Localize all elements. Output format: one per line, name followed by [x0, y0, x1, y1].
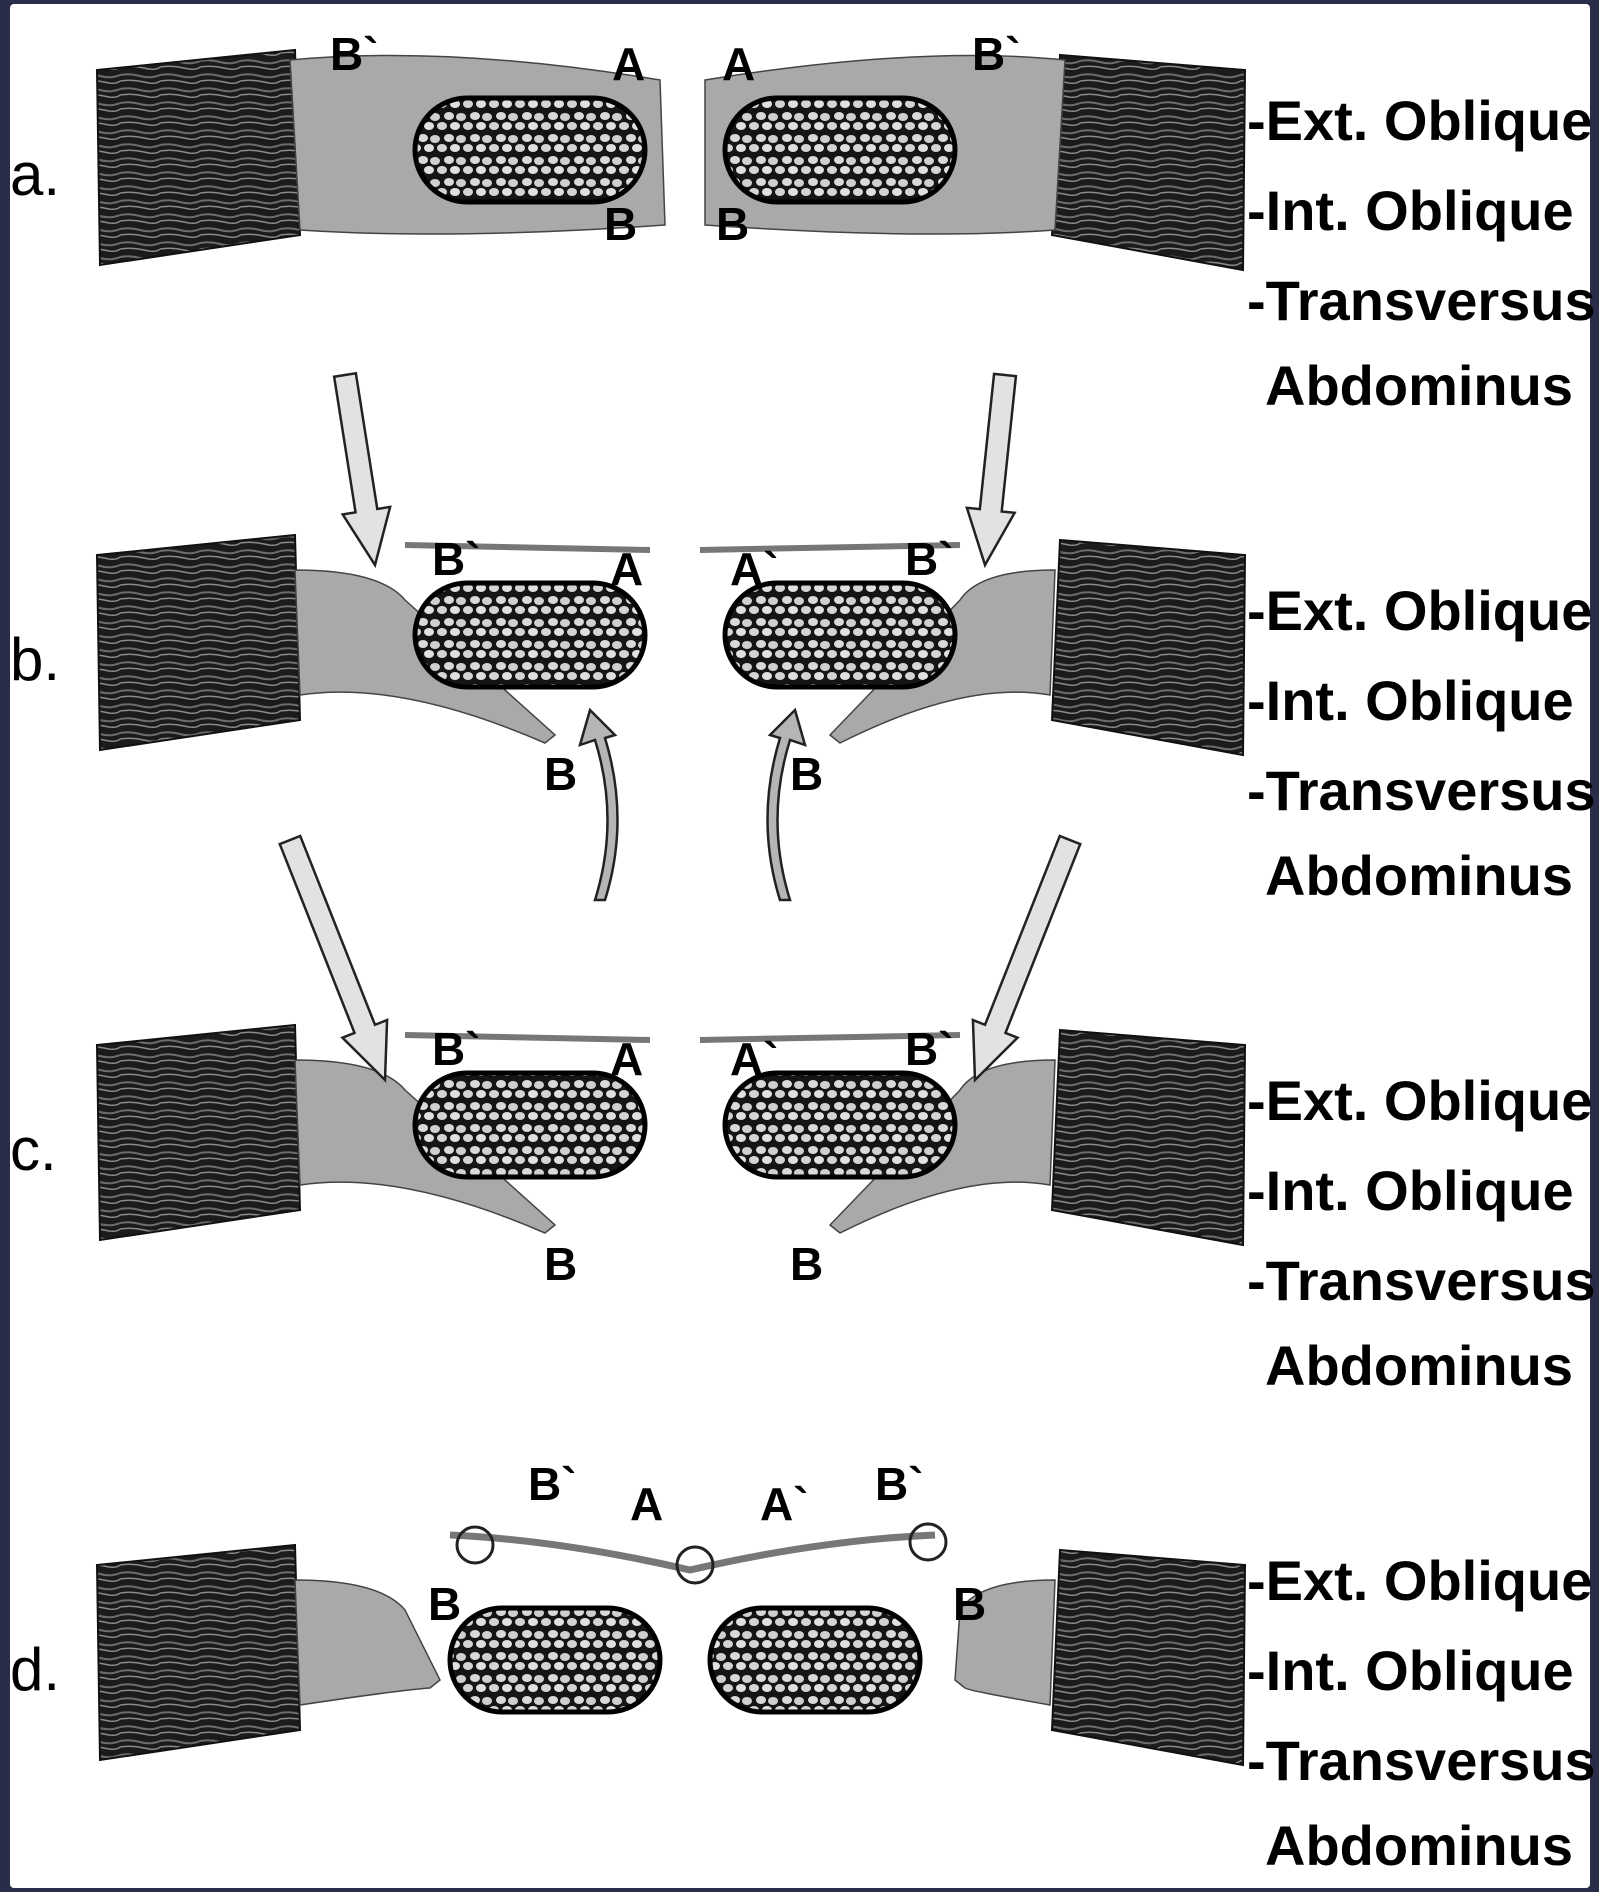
muscle-label: Abdominus	[1265, 1334, 1573, 1397]
left-muscle-block	[97, 1025, 300, 1240]
right-label-b: B	[790, 748, 823, 800]
panel-b: b. B` A A` B` B B -Ext. Oblique -Int. Oblique -Tr…	[10, 533, 1596, 907]
left-label-b-prime: B`	[432, 1023, 481, 1075]
muscle-label: Abdominus	[1265, 1814, 1573, 1877]
muscle-label: -Int. Oblique	[1247, 179, 1574, 242]
suture-loop	[910, 1524, 946, 1560]
left-label-a: A	[612, 38, 645, 90]
down-arrow-right-a-b	[967, 374, 1016, 565]
right-label-b-prime: B`	[972, 28, 1021, 80]
left-muscle-block	[97, 535, 300, 750]
left-label-b: B	[544, 748, 577, 800]
row-label: c.	[10, 1116, 57, 1183]
muscle-label: -Transversus	[1247, 269, 1596, 332]
left-rectus-muscle	[415, 1073, 645, 1177]
right-label-a: A`	[760, 1478, 809, 1530]
panel-c: c. B` A A` B` B B -Ext. Oblique -Int. Oblique -Tr…	[10, 1023, 1596, 1397]
muscle-label: -Ext. Oblique	[1247, 1549, 1592, 1612]
right-label-a: A`	[730, 543, 779, 595]
left-label-b: B	[428, 1578, 461, 1630]
curved-arrow-left	[580, 710, 618, 900]
muscle-label: -Ext. Oblique	[1247, 89, 1592, 152]
left-label-b: B	[604, 198, 637, 250]
muscle-label: -Transversus	[1247, 1249, 1596, 1312]
left-muscle-block	[97, 1545, 300, 1760]
right-label-a: A`	[730, 1033, 779, 1085]
muscle-label: -Int. Oblique	[1247, 1159, 1574, 1222]
left-label-b-prime: B`	[528, 1458, 577, 1510]
left-label-a: A	[610, 1033, 643, 1085]
right-rectus-muscle	[725, 1073, 955, 1177]
right-muscle-block	[1052, 55, 1245, 270]
right-rectus-muscle	[725, 583, 955, 687]
muscle-label: -Int. Oblique	[1247, 1639, 1574, 1702]
left-label-a: A	[630, 1478, 663, 1530]
panel-d: d. B` A A` B` B B -Ext. Oblique -Int. Oblique -Tr…	[10, 1458, 1596, 1877]
left-label-b: B	[544, 1238, 577, 1290]
right-label-b-prime: B`	[875, 1458, 924, 1510]
right-rectus-muscle	[725, 98, 955, 202]
row-label: b.	[10, 626, 60, 693]
arrows	[280, 373, 1080, 1080]
right-muscle-block	[1052, 540, 1245, 755]
muscle-label: -Ext. Oblique	[1247, 1069, 1592, 1132]
left-fascia-flap	[295, 1580, 440, 1705]
muscle-label: -Transversus	[1247, 759, 1596, 822]
suture-loop	[457, 1527, 493, 1563]
right-label-b: B	[716, 198, 749, 250]
right-rectus-muscle	[710, 1608, 920, 1712]
left-label-a: A	[610, 543, 643, 595]
row-label: d.	[10, 1636, 60, 1703]
right-label-b: B	[790, 1238, 823, 1290]
left-rectus-muscle	[415, 583, 645, 687]
right-muscle-block	[1052, 1550, 1245, 1765]
left-rectus-muscle	[415, 98, 645, 202]
left-label-b-prime: B`	[330, 28, 379, 80]
muscle-label: Abdominus	[1265, 844, 1573, 907]
right-muscle-block	[1052, 1030, 1245, 1245]
row-label: a.	[10, 141, 60, 208]
right-label-b-prime: B`	[905, 1023, 954, 1075]
left-label-b-prime: B`	[432, 533, 481, 585]
muscle-label: -Int. Oblique	[1247, 669, 1574, 732]
muscle-label: -Transversus	[1247, 1729, 1596, 1792]
down-arrow-left-a-b	[334, 373, 390, 565]
right-label-b: B	[953, 1578, 986, 1630]
panel-a: a. B` A A B` B B -Ext. Oblique -Int. Oblique -Tra…	[10, 28, 1596, 417]
left-muscle-block	[97, 50, 300, 265]
muscle-label: Abdominus	[1265, 354, 1573, 417]
right-label-a: A	[722, 38, 755, 90]
reconstructed-midline-sheath	[450, 1535, 935, 1570]
left-rectus-muscle	[450, 1608, 660, 1712]
right-label-b-prime: B`	[905, 533, 954, 585]
muscle-label: -Ext. Oblique	[1247, 579, 1592, 642]
curved-arrow-right	[768, 710, 806, 900]
